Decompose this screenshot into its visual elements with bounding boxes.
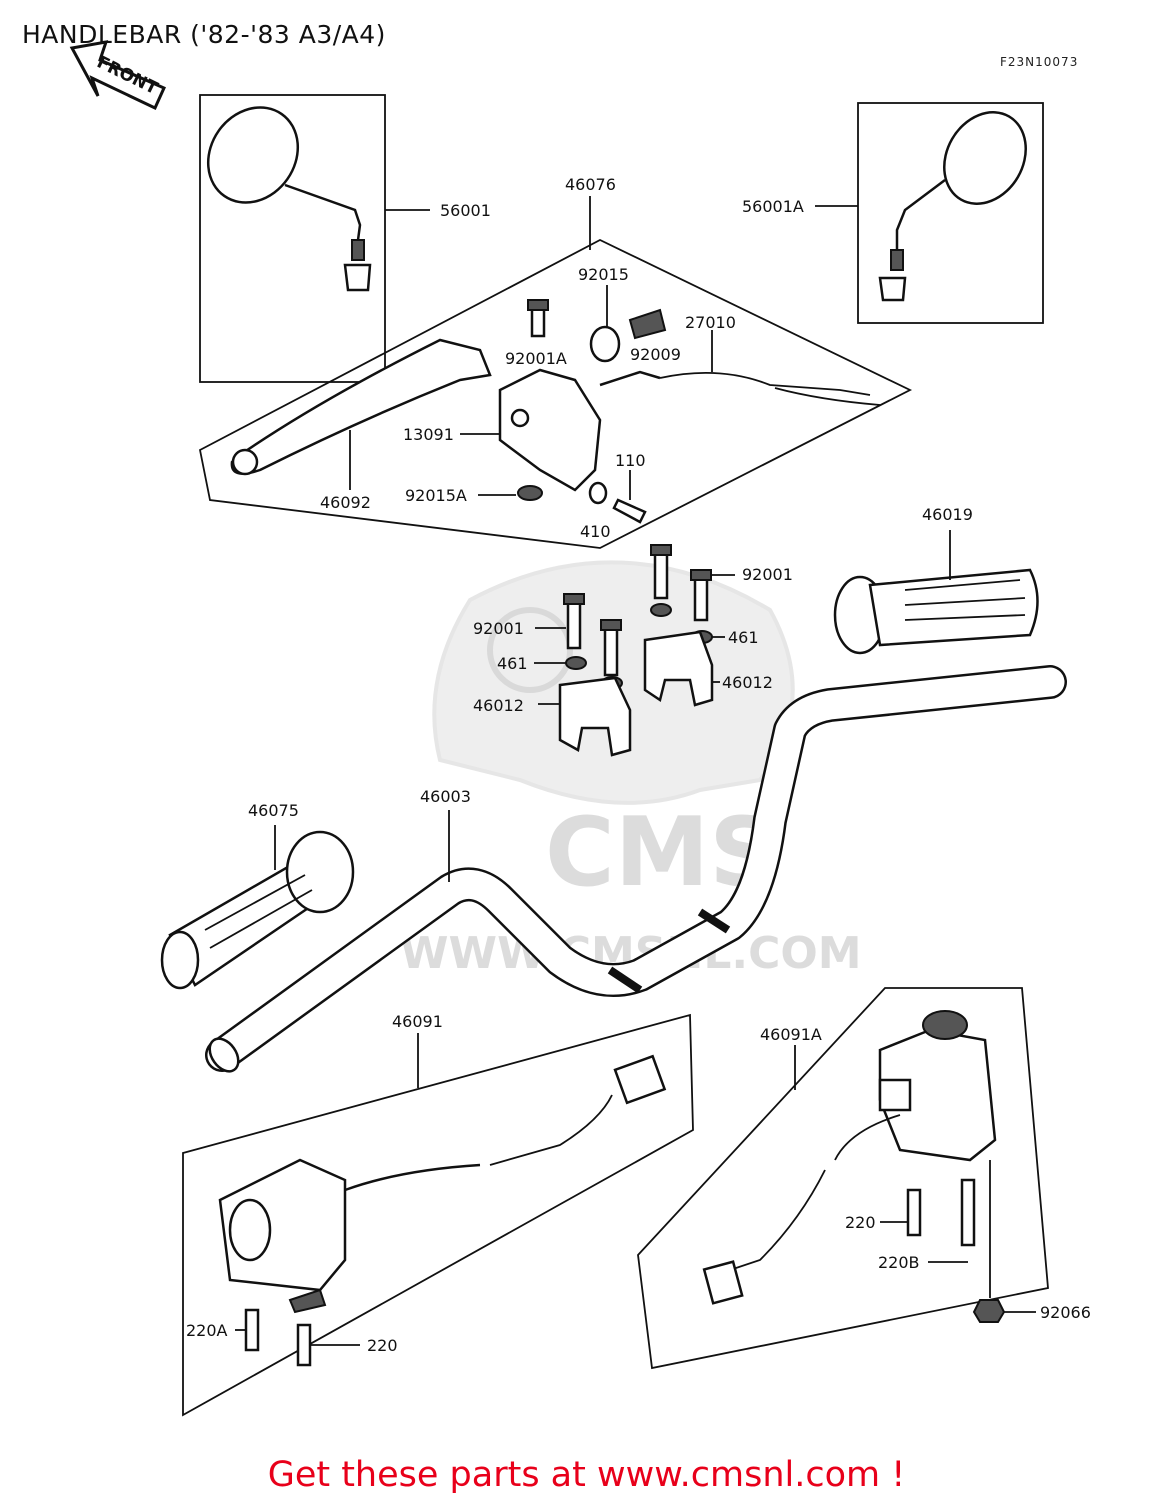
switch-left-connector — [613, 1054, 667, 1105]
lever-holder — [498, 368, 602, 492]
mirror-right-nut — [878, 276, 907, 302]
switch-right-connector — [702, 1260, 744, 1305]
bolt-110 — [612, 498, 647, 524]
switch-right-group: 46091A 220 220B 92066 — [637, 987, 1091, 1370]
clamp-46012-left — [558, 676, 632, 757]
label-92015: 92015 — [578, 265, 629, 284]
bolt-92001-c — [566, 598, 582, 650]
washer-410 — [588, 481, 608, 505]
handlebar-group: 46003 — [205, 665, 1067, 1073]
label-46076: 46076 — [565, 175, 616, 194]
washer-461-a — [650, 603, 672, 617]
lever-assembly-group: 46076 46092 13091 92001A 92015 92009 270… — [198, 175, 913, 549]
label-110: 110 — [615, 451, 646, 470]
clutch-lever — [230, 338, 492, 475]
mirror-left-stem — [284, 183, 362, 241]
nut-92015A — [517, 485, 543, 501]
mirror-right-group: 56001A — [742, 102, 1044, 324]
switch-left-frame — [182, 1013, 694, 1417]
label-46012-left: 46012 — [473, 696, 524, 715]
label-220A: 220A — [186, 1321, 228, 1340]
label-46075: 46075 — [248, 801, 299, 820]
grip-left-group: 46075 — [160, 801, 355, 990]
mirror-right-stem — [895, 179, 946, 250]
clamp-46012-right — [643, 630, 714, 707]
clamp-group: 92001 461 46012 92001 461 46012 — [473, 544, 793, 757]
label-56001: 56001 — [440, 201, 491, 220]
label-92015A: 92015A — [405, 486, 467, 505]
label-92001A: 92001A — [505, 349, 567, 368]
switch-left-group: 46091 220A 220 — [182, 1012, 694, 1417]
label-92009: 92009 — [630, 345, 681, 364]
footer-link[interactable]: Get these parts at www.cmsnl.com ! — [267, 1455, 906, 1495]
label-220-right: 220 — [845, 1213, 876, 1232]
mirror-left-frame — [199, 94, 386, 383]
label-220-left: 220 — [367, 1336, 398, 1355]
switch-right-knob — [922, 1010, 968, 1040]
mirror-left — [206, 106, 300, 204]
label-92001-left: 92001 — [473, 619, 524, 638]
screw-220-right — [906, 1188, 922, 1237]
label-410: 410 — [580, 522, 611, 541]
screw-220-left — [296, 1323, 312, 1367]
screw-220B — [960, 1178, 976, 1247]
switch-27010 — [599, 370, 661, 387]
switch-right-frame — [637, 987, 1049, 1370]
mirror-left-thread — [351, 239, 365, 261]
label-27010: 27010 — [685, 313, 736, 332]
grip-left-flange — [285, 830, 355, 914]
lever-assembly-frame — [198, 238, 913, 549]
washer-461-c — [565, 656, 587, 670]
label-46091: 46091 — [392, 1012, 443, 1031]
mirror-left-group: 56001 — [199, 94, 491, 383]
label-461-right: 461 — [728, 628, 759, 647]
label-46019: 46019 — [922, 505, 973, 524]
front-arrow-icon: FRONT — [69, 40, 166, 111]
label-13091: 13091 — [403, 425, 454, 444]
mirror-right-frame — [857, 102, 1044, 324]
screw-220A — [244, 1308, 260, 1352]
label-461-left: 461 — [497, 654, 528, 673]
screw-92009 — [628, 308, 667, 340]
mirror-right — [943, 111, 1027, 205]
label-92066: 92066 — [1040, 1303, 1091, 1322]
nut-92015 — [589, 325, 621, 363]
label-56001A: 56001A — [742, 197, 804, 216]
bolt-92001-b — [693, 573, 709, 622]
mirror-right-thread — [890, 249, 904, 271]
label-46012-right: 46012 — [722, 673, 773, 692]
label-46091A: 46091A — [760, 1025, 822, 1044]
bolt-92066 — [972, 1299, 1006, 1323]
figure-code: F23N10073 — [1000, 55, 1079, 69]
mirror-left-nut — [343, 263, 372, 292]
label-220B: 220B — [878, 1253, 920, 1272]
label-92001-right: 92001 — [742, 565, 793, 584]
bolt-92001-d — [603, 623, 619, 677]
label-46092: 46092 — [320, 493, 371, 512]
label-46003: 46003 — [420, 787, 471, 806]
bolt-92001-a — [653, 548, 669, 600]
switch-wire — [659, 372, 871, 396]
handlebar — [207, 667, 1065, 1070]
page-title: HANDLEBAR ('82-'83 A3/A4) — [22, 20, 386, 49]
grip-right-group: 46019 — [833, 505, 1039, 655]
